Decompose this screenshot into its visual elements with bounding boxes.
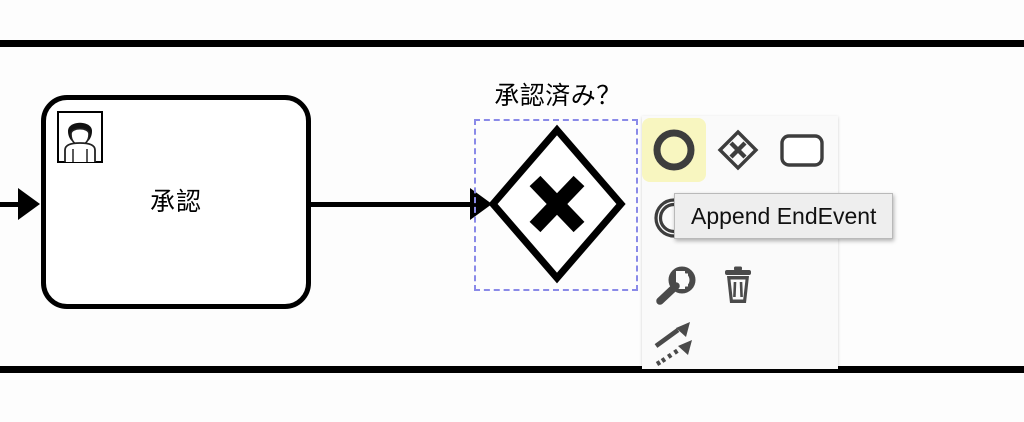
selection-outline <box>474 119 638 291</box>
append-end-event-button[interactable] <box>642 118 706 182</box>
connect-tool-button[interactable] <box>642 312 706 376</box>
task-label: 承認 <box>149 188 202 216</box>
user-task-icon <box>57 111 103 163</box>
tooltip-label: Append EndEvent <box>691 202 877 229</box>
sequence-flow-task-to-gateway[interactable] <box>311 202 479 207</box>
change-type-button[interactable] <box>642 254 706 318</box>
gateway-label: 承認済み？ <box>494 82 622 110</box>
delete-element-button[interactable] <box>706 254 770 318</box>
incoming-sequence-flow-arrowhead <box>18 188 40 220</box>
incoming-sequence-flow-line[interactable] <box>0 202 26 207</box>
append-task-button[interactable] <box>770 118 834 182</box>
exclusive-gateway-approved[interactable] <box>487 124 627 284</box>
pool-bottom-border <box>0 366 1024 373</box>
tooltip: Append EndEvent <box>674 193 894 239</box>
user-task-approval[interactable]: 承認 <box>41 95 311 309</box>
context-pad[interactable] <box>642 116 838 369</box>
pool-top-border <box>0 40 1024 47</box>
append-gateway-button[interactable] <box>706 118 770 182</box>
